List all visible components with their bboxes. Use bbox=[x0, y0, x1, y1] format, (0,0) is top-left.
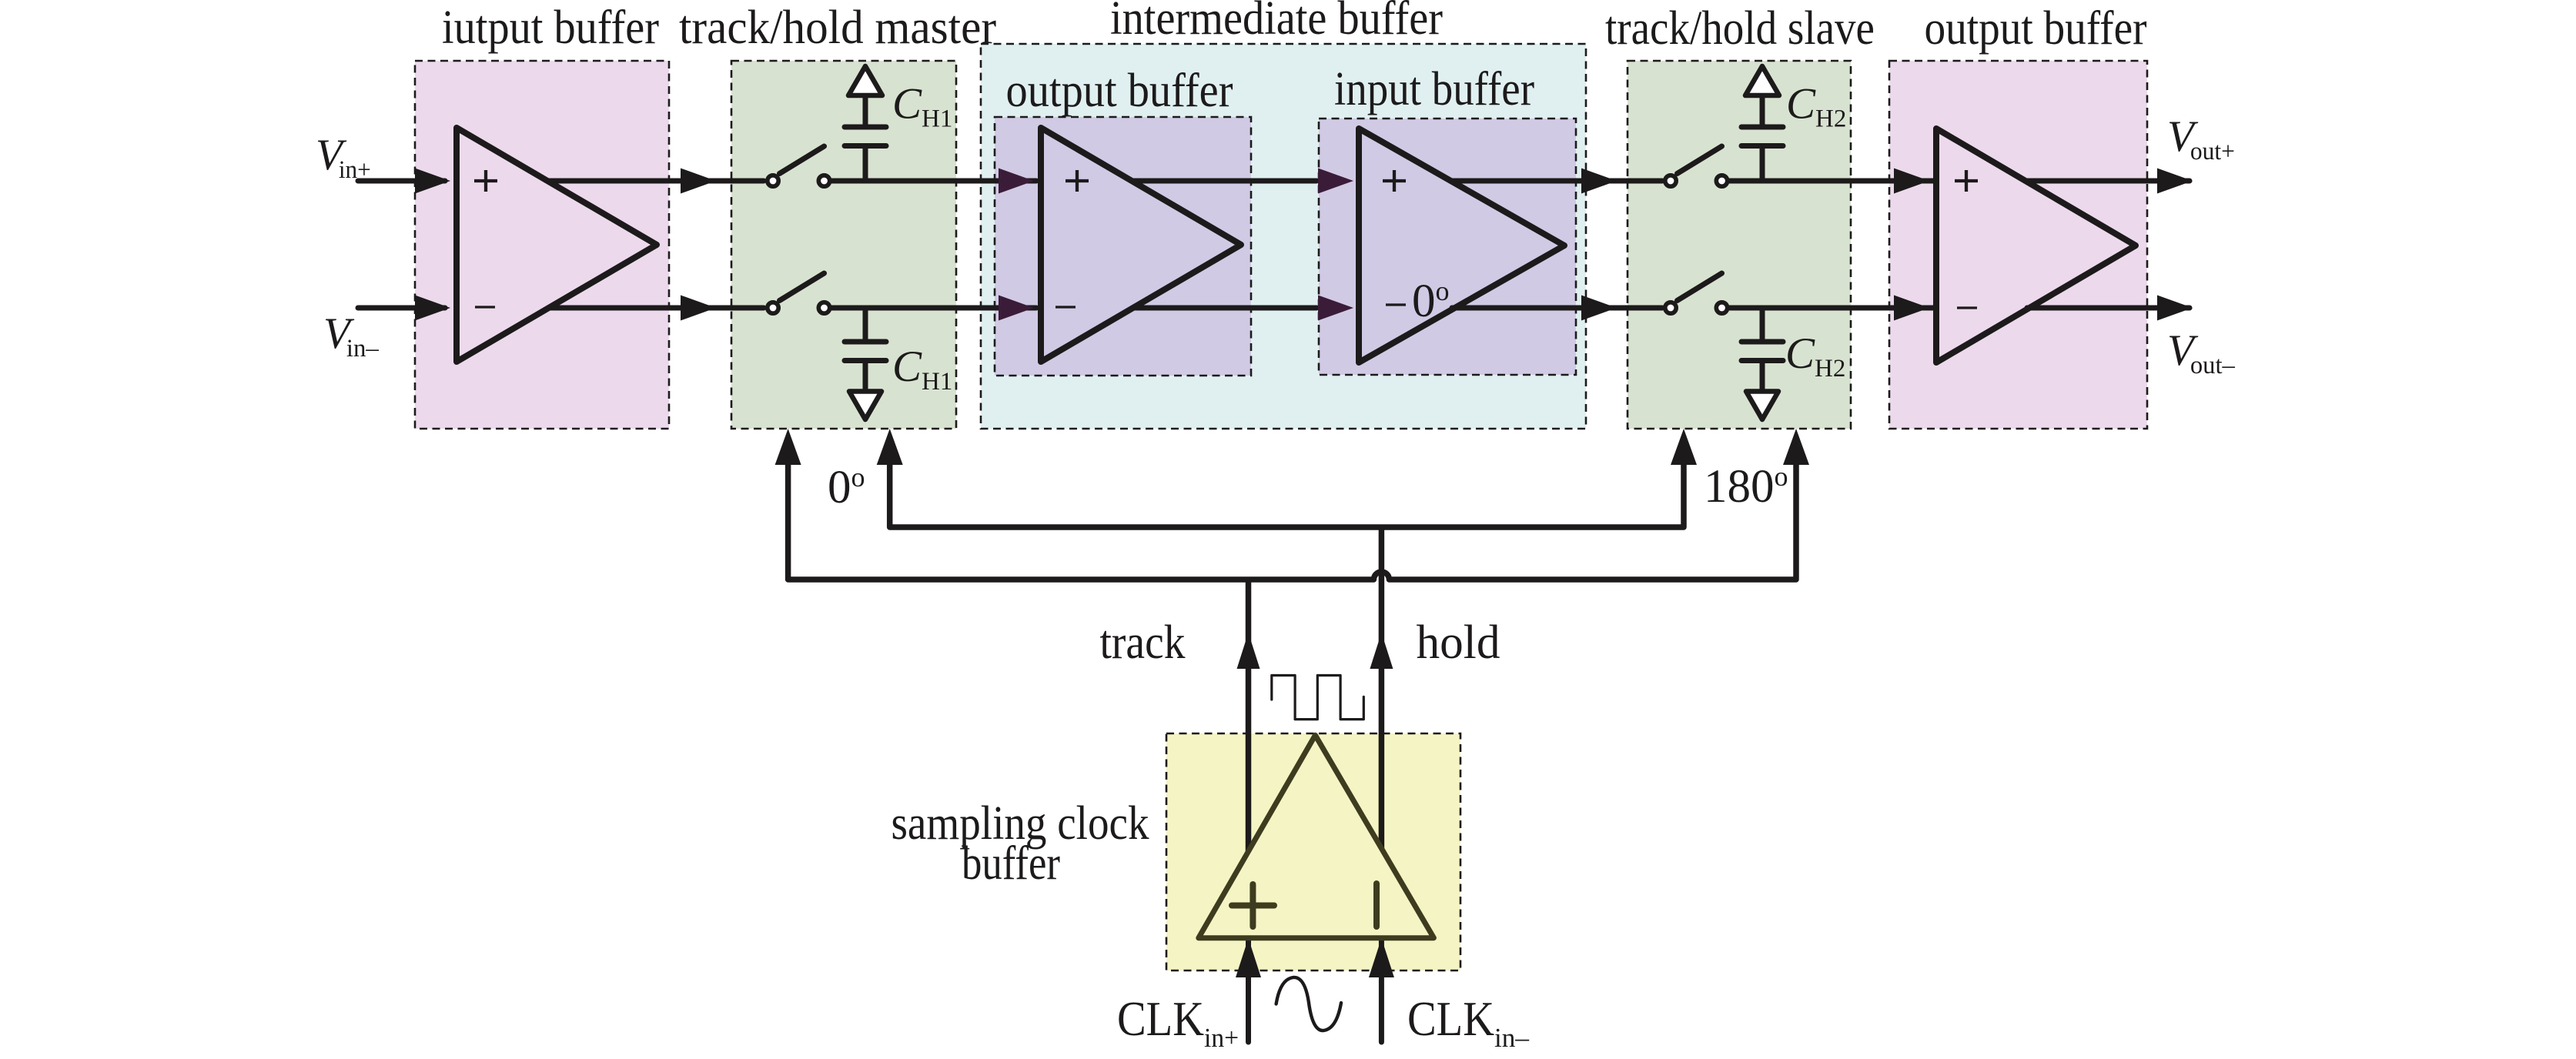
svg-text:track: track bbox=[1100, 616, 1186, 669]
svg-text:Vin–: Vin– bbox=[323, 309, 379, 362]
svg-text:CH1: CH1 bbox=[892, 342, 952, 396]
svg-text:input buffer: input buffer bbox=[1334, 63, 1534, 115]
svg-text:Vout–: Vout– bbox=[2167, 326, 2235, 379]
svg-text:track/hold master: track/hold master bbox=[679, 2, 996, 54]
svg-text:CH2: CH2 bbox=[1785, 329, 1845, 383]
svg-text:0o: 0o bbox=[1412, 276, 1450, 327]
svg-text:CLKin+: CLKin+ bbox=[1117, 992, 1239, 1053]
svg-text:track/hold slave: track/hold slave bbox=[1605, 2, 1875, 55]
svg-text:hold: hold bbox=[1417, 616, 1500, 669]
svg-text:output buffer: output buffer bbox=[1006, 65, 1233, 117]
svg-text:iutput buffer: iutput buffer bbox=[442, 2, 659, 54]
svg-text:0o: 0o bbox=[828, 462, 865, 513]
svg-text:intermediate buffer: intermediate buffer bbox=[1110, 0, 1443, 45]
svg-text:buffer: buffer bbox=[962, 837, 1060, 890]
svg-text:Vout+: Vout+ bbox=[2167, 112, 2235, 165]
svg-text:sampling clock: sampling clock bbox=[892, 797, 1149, 850]
svg-text:180o: 180o bbox=[1704, 461, 1788, 513]
svg-text:output buffer: output buffer bbox=[1925, 2, 2147, 55]
svg-text:CLKin–: CLKin– bbox=[1407, 992, 1529, 1053]
svg-text:CH2: CH2 bbox=[1786, 80, 1846, 133]
svg-text:Vin+: Vin+ bbox=[316, 131, 371, 184]
svg-text:CH1: CH1 bbox=[892, 80, 952, 133]
